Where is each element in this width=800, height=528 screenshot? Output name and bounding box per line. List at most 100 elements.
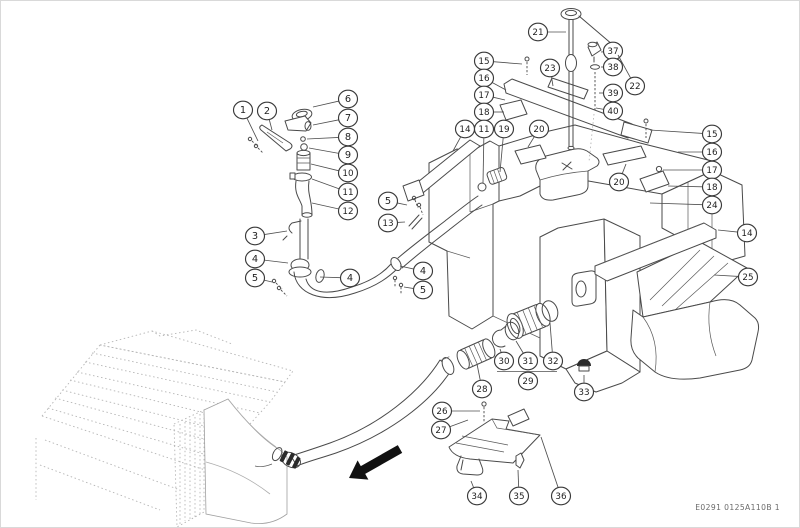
tank-lower-lobe bbox=[630, 299, 760, 380]
callout-5: 5 bbox=[377, 191, 408, 211]
svg-text:35: 35 bbox=[513, 492, 524, 502]
bolts-1 bbox=[247, 136, 264, 154]
callout-28: 28 bbox=[471, 363, 493, 399]
callout-20: 20 bbox=[527, 119, 550, 148]
callout-30: 30 bbox=[493, 348, 515, 371]
svg-text:15: 15 bbox=[478, 57, 489, 67]
clamp-4-right bbox=[390, 256, 402, 272]
hook-34 bbox=[456, 455, 484, 476]
svg-text:38: 38 bbox=[607, 63, 618, 73]
callout-1: 1 bbox=[232, 100, 259, 142]
svg-text:1: 1 bbox=[240, 105, 246, 116]
svg-text:33: 33 bbox=[578, 388, 589, 398]
fuel-tank bbox=[428, 124, 760, 393]
callout-36: 36 bbox=[540, 436, 572, 506]
callout-31: 31 bbox=[515, 340, 539, 371]
svg-text:27: 27 bbox=[435, 426, 446, 436]
callout-18: 18 bbox=[667, 177, 723, 197]
svg-text:37: 37 bbox=[607, 47, 618, 57]
svg-text:14: 14 bbox=[741, 229, 753, 239]
svg-text:17: 17 bbox=[478, 91, 489, 101]
bolt-26 bbox=[481, 401, 487, 422]
callout-34: 34 bbox=[466, 480, 488, 506]
callout-38: 38 bbox=[601, 57, 624, 77]
filler-assembly bbox=[247, 108, 508, 298]
direction-arrow-icon bbox=[349, 445, 403, 480]
svg-text:40: 40 bbox=[607, 107, 619, 117]
drain-plug-33 bbox=[577, 359, 591, 372]
svg-text:18: 18 bbox=[706, 183, 717, 193]
guard-assembly bbox=[448, 401, 541, 476]
svg-text:5: 5 bbox=[385, 196, 391, 207]
bolt-15-right bbox=[643, 118, 649, 138]
filler-boss bbox=[535, 148, 600, 201]
svg-text:6: 6 bbox=[345, 94, 351, 105]
callout-10: 10 bbox=[310, 163, 359, 183]
o-ring-32 bbox=[541, 300, 559, 322]
dipstick-assembly bbox=[560, 8, 614, 163]
callout-33: 33 bbox=[573, 375, 595, 402]
pin-35 bbox=[515, 452, 525, 469]
callout-12: 12 bbox=[311, 201, 359, 221]
svg-text:14: 14 bbox=[459, 125, 471, 135]
callout-32: 32 bbox=[542, 322, 564, 371]
callout-4: 4 bbox=[244, 249, 289, 269]
svg-text:9: 9 bbox=[345, 150, 351, 161]
washer-38 bbox=[590, 64, 600, 70]
svg-text:16: 16 bbox=[478, 74, 490, 84]
svg-text:26: 26 bbox=[436, 407, 448, 417]
callout-5: 5 bbox=[403, 280, 434, 300]
clip-30 bbox=[492, 325, 507, 348]
callout-16: 16 bbox=[678, 142, 723, 162]
svg-text:11: 11 bbox=[342, 188, 353, 198]
svg-text:31: 31 bbox=[522, 357, 533, 367]
svg-text:22: 22 bbox=[629, 82, 640, 92]
svg-text:13: 13 bbox=[382, 219, 393, 229]
svg-text:17: 17 bbox=[706, 166, 717, 176]
svg-text:4: 4 bbox=[347, 273, 353, 284]
callout-16: 16 bbox=[473, 68, 507, 91]
radiator-block bbox=[35, 329, 294, 528]
callout-24: 24 bbox=[649, 195, 723, 215]
svg-text:29: 29 bbox=[522, 377, 533, 387]
svg-text:39: 39 bbox=[607, 89, 618, 99]
transfer-hose-27 bbox=[254, 359, 453, 469]
o-ring-11 bbox=[477, 182, 487, 192]
svg-text:24: 24 bbox=[706, 201, 718, 211]
svg-text:18: 18 bbox=[478, 108, 489, 118]
straps-and-brackets bbox=[402, 56, 717, 282]
callout-14: 14 bbox=[717, 223, 758, 243]
svg-text:20: 20 bbox=[613, 178, 625, 188]
svg-text:15: 15 bbox=[706, 130, 717, 140]
callout-29: 29 bbox=[517, 371, 539, 391]
svg-text:4: 4 bbox=[420, 266, 426, 277]
svg-text:10: 10 bbox=[342, 169, 354, 179]
svg-text:21: 21 bbox=[532, 28, 543, 38]
callout-20: 20 bbox=[608, 163, 630, 192]
bolts-5-lower bbox=[392, 275, 404, 295]
callout-4: 4 bbox=[319, 268, 361, 288]
bolt-15-left bbox=[524, 56, 530, 75]
sender-37 bbox=[587, 41, 602, 63]
sleeve-28 bbox=[456, 338, 496, 370]
callout-25: 25 bbox=[713, 267, 759, 287]
callout-27: 27 bbox=[430, 419, 469, 440]
callout-11: 11 bbox=[311, 178, 359, 202]
svg-text:23: 23 bbox=[544, 64, 555, 74]
svg-text:30: 30 bbox=[498, 357, 510, 367]
bolts-5-upper bbox=[411, 195, 424, 216]
clamp-13 bbox=[408, 214, 423, 230]
svg-text:5: 5 bbox=[252, 273, 258, 284]
callout-7: 7 bbox=[312, 108, 359, 128]
callout-26: 26 bbox=[431, 401, 480, 421]
callout-3: 3 bbox=[244, 226, 288, 246]
o-ring-31 bbox=[504, 321, 520, 341]
callout-40: 40 bbox=[595, 101, 624, 121]
svg-text:8: 8 bbox=[345, 132, 351, 143]
callout-6: 6 bbox=[312, 89, 359, 109]
svg-text:12: 12 bbox=[342, 207, 353, 217]
callout-13: 13 bbox=[377, 213, 406, 233]
access-hole bbox=[575, 280, 587, 298]
svg-text:11: 11 bbox=[478, 125, 489, 135]
